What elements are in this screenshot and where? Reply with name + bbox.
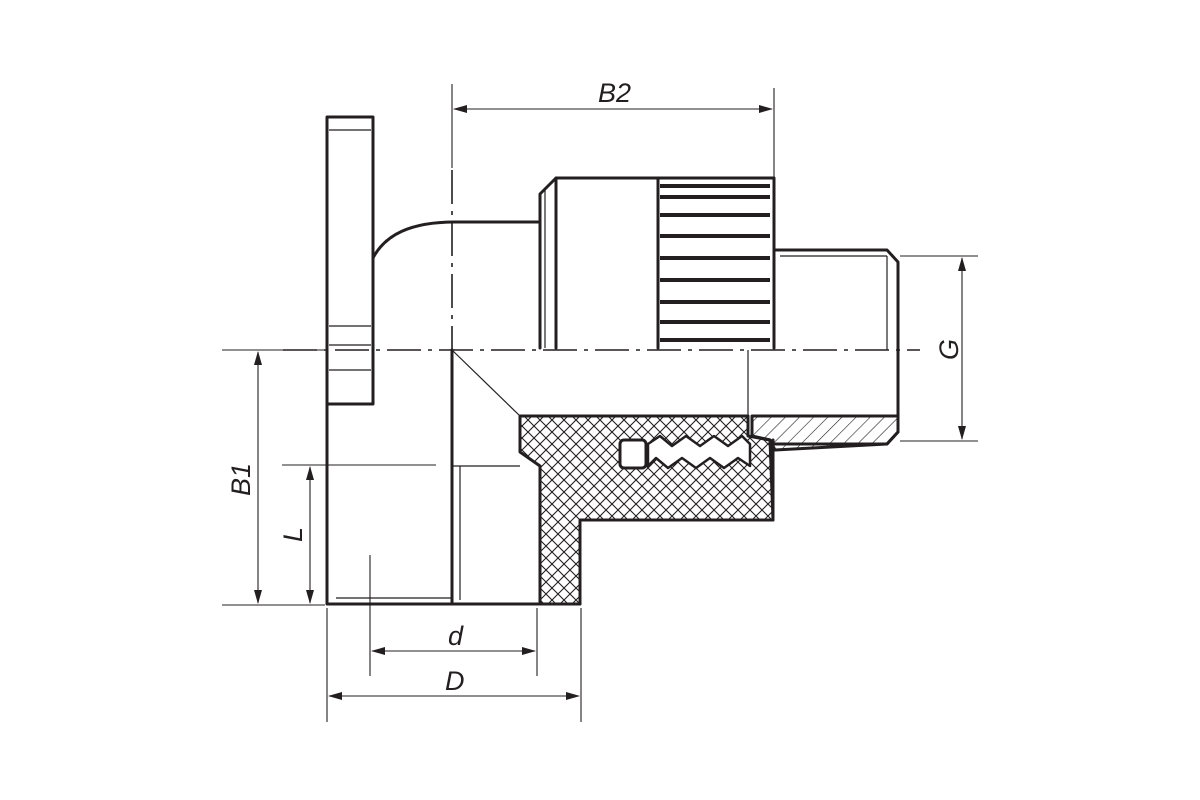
knurl-pattern [660,184,770,342]
dimension-b2 [451,84,775,178]
dimension-b1 [222,349,325,606]
diagonal-hatched-section [750,414,900,452]
dimension-b1-label: B1 [226,463,256,496]
dimension-l [282,464,436,604]
dimension-g [900,255,978,442]
union-nut [538,176,776,350]
dimension-l-label: L [278,527,308,542]
seal-detail [618,434,752,470]
dimension-g-label: G [934,339,964,360]
flange-plate [325,115,375,406]
dimension-d-label: d [448,621,464,651]
dimension-d [369,555,538,676]
dimension-big-d-label: D [445,666,465,696]
dimension-big-d [326,608,582,722]
dimension-b2-label: B2 [598,78,631,108]
elbow-curve [371,220,542,260]
